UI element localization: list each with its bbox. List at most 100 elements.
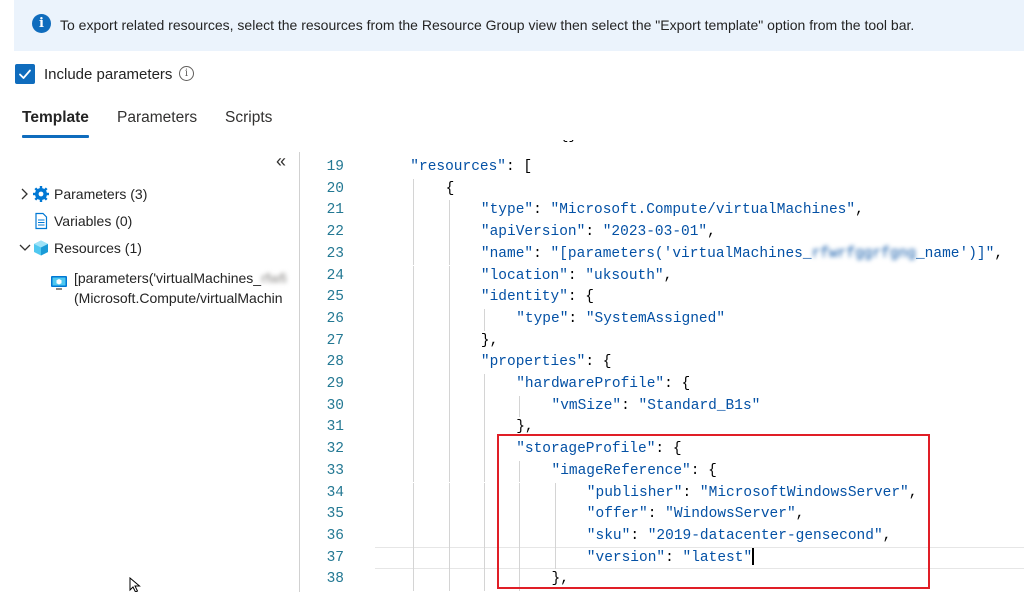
indent-guide	[483, 439, 485, 461]
code-text: "resources": [	[410, 157, 532, 179]
json-value: "MicrosoftWindowsServer"	[699, 484, 909, 501]
indent-guide	[448, 222, 450, 244]
json-key: "identity"	[480, 289, 568, 306]
code-text: "imageReference": {	[552, 461, 717, 483]
json-punctuation: : {	[690, 462, 717, 479]
code-line[interactable]: 25 "identity": {	[300, 287, 1024, 309]
indent-guide	[448, 308, 450, 331]
indent-guide	[413, 482, 415, 505]
json-key: "name"	[480, 245, 534, 262]
code-line[interactable]: 28"properties": {	[300, 352, 1024, 374]
panel-divider	[299, 152, 300, 592]
partial-line-above: {}	[560, 140, 577, 144]
json-punctuation: : [	[506, 159, 533, 175]
code-text: "vmSize": "Standard_B1s"	[552, 396, 761, 418]
document-icon	[35, 212, 48, 230]
vm-resource-name: [parameters('virtualMachines_rfwfi	[74, 270, 287, 286]
json-punctuation: :	[533, 202, 551, 219]
indent-guide	[448, 417, 450, 440]
indent-guide	[448, 287, 450, 309]
chevron-right-icon[interactable]	[18, 187, 32, 201]
code-line[interactable]: 34"publisher": "MicrosoftWindowsServer",	[300, 483, 1024, 505]
json-key: "publisher"	[586, 484, 683, 501]
indent-guide	[413, 439, 415, 461]
include-parameters-checkbox[interactable]	[15, 64, 35, 84]
indent-guide	[413, 200, 415, 223]
json-value: "WindowsServer"	[665, 506, 796, 523]
code-line[interactable]: 31},	[300, 417, 1024, 439]
code-line[interactable]: 23"name": "[parameters('virtualMachines_…	[300, 244, 1024, 266]
indent-guide	[413, 308, 415, 331]
indent-guide	[483, 569, 485, 591]
code-text: "type": "Microsoft.Compute/virtualMachin…	[481, 200, 864, 222]
json-key: "imageReference"	[551, 462, 691, 479]
storage-profile-highlight	[497, 434, 930, 589]
code-line[interactable]: 35"offer": "WindowsServer",	[300, 504, 1024, 526]
json-punctuation: ,	[908, 484, 918, 501]
tree-item-parameters[interactable]: Parameters (3)	[18, 185, 147, 203]
collapse-panel-icon[interactable]: «	[276, 151, 287, 171]
tab-parameters[interactable]: Parameters	[117, 109, 198, 126]
tree-item-variables[interactable]: Variables (0)	[32, 212, 132, 230]
json-punctuation: :	[568, 310, 586, 327]
chevron-down-icon[interactable]	[18, 241, 32, 255]
indent-guide	[413, 417, 415, 440]
code-line[interactable]: 19 "resources": [	[300, 157, 1024, 179]
code-line[interactable]: 24"location": "uksouth",	[300, 266, 1024, 288]
json-value: "2019-datacenter-gensecond"	[647, 527, 883, 544]
code-line[interactable]: 37"version": "latest"	[300, 548, 1024, 570]
cube-icon	[34, 240, 48, 256]
tree-item-resources[interactable]: Resources (1)	[18, 239, 142, 257]
line-number: 19	[326, 159, 344, 175]
json-value: "SystemAssigned"	[585, 310, 726, 327]
indent-guide	[413, 374, 415, 396]
json-key: "storageProfile"	[516, 441, 656, 458]
indent-guide	[483, 482, 485, 505]
code-text: "identity": {	[481, 287, 594, 309]
indent-guide	[483, 504, 485, 526]
code-line[interactable]: 22"apiVersion": "2023-03-01",	[300, 222, 1024, 244]
line-number: 37	[326, 549, 344, 566]
indent-guide	[413, 287, 415, 309]
info-circle-icon[interactable]: i	[179, 66, 194, 81]
code-text: "apiVersion": "2023-03-01",	[481, 222, 716, 244]
code-editor[interactable]: {} 19 "resources": [20{21"type": "Microso…	[300, 140, 1024, 592]
json-punctuation: ,	[795, 506, 805, 523]
code-line[interactable]: 29"hardwareProfile": {	[300, 374, 1024, 396]
info-icon: i	[32, 14, 51, 33]
tab-scripts[interactable]: Scripts	[225, 109, 273, 126]
line-number: 34	[326, 484, 344, 501]
line-number: 25	[326, 289, 344, 306]
indent-guide	[519, 482, 521, 505]
json-punctuation: :	[567, 267, 586, 284]
code-line[interactable]: 36"sku": "2019-datacenter-gensecond",	[300, 526, 1024, 548]
code-line[interactable]: 30 "vmSize": "Standard_B1s"	[300, 396, 1024, 418]
code-line[interactable]: 21"type": "Microsoft.Compute/virtualMach…	[300, 200, 1024, 222]
line-number: 36	[326, 527, 344, 544]
line-number: 20	[326, 180, 344, 197]
code-line[interactable]: 20{	[300, 179, 1024, 201]
checkmark-icon	[19, 69, 31, 79]
line-number: 30	[326, 397, 344, 414]
code-line[interactable]: 27},	[300, 331, 1024, 353]
json-value: _name')]"	[915, 245, 995, 262]
code-line[interactable]: 26"type": "SystemAssigned"	[300, 309, 1024, 331]
include-parameters-label[interactable]: Include parameters	[44, 66, 173, 83]
code-line[interactable]: 38},	[300, 569, 1024, 591]
json-punctuation: ,	[882, 527, 892, 544]
tab-template[interactable]: Template	[22, 109, 89, 126]
json-punctuation: :	[647, 506, 666, 523]
code-text: "hardwareProfile": {	[516, 374, 690, 396]
code-line[interactable]: 33"imageReference": {	[300, 461, 1024, 483]
json-punctuation: : {	[655, 441, 682, 458]
mouse-pointer-icon	[129, 577, 141, 592]
indent-guide	[519, 525, 521, 548]
indent-guide	[413, 330, 415, 353]
json-key: "offer"	[586, 506, 648, 523]
indent-guide	[519, 569, 521, 591]
line-number: 28	[326, 354, 344, 371]
indent-guide	[483, 525, 485, 548]
code-line[interactable]: 32"storageProfile": {	[300, 439, 1024, 461]
indent-guide	[413, 178, 415, 201]
indent-guide	[413, 265, 415, 288]
